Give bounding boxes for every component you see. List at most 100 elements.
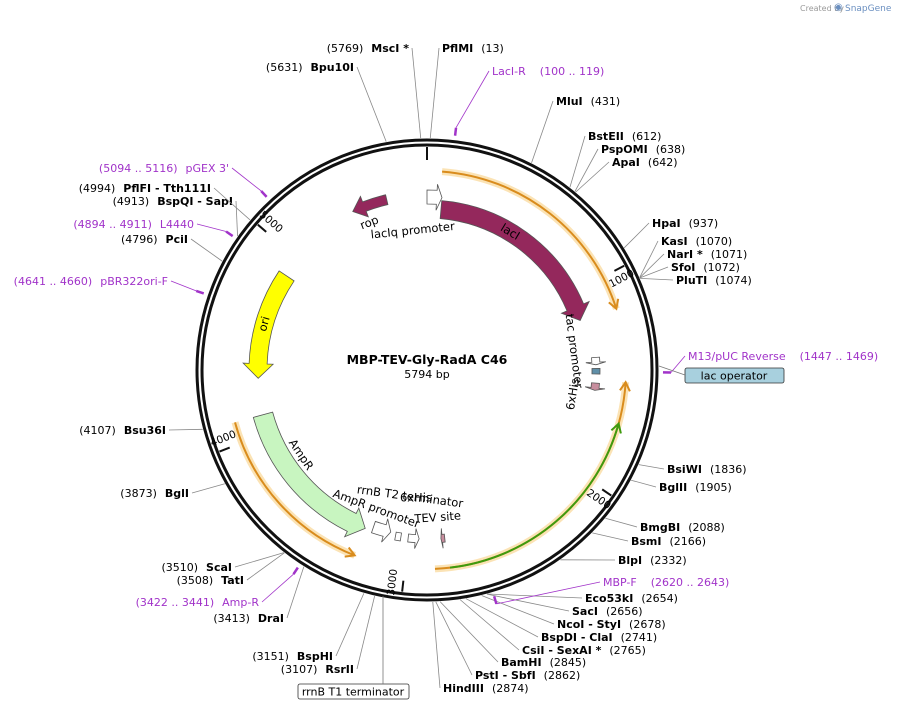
site-bspdi-clai[interactable]: BspDI - ClaI(2741)	[541, 631, 657, 644]
site-position: (5769)	[327, 42, 364, 55]
feature-rop[interactable]	[352, 194, 389, 218]
site-leader	[168, 428, 203, 431]
feature-6xhis[interactable]	[407, 528, 420, 549]
feature-lac-operator[interactable]	[591, 368, 601, 375]
site-bglii[interactable]: BglII(1905)	[659, 481, 732, 494]
site-bsiwi[interactable]: BsiWI(1836)	[667, 463, 747, 476]
site-name: BmgBI	[640, 521, 680, 534]
site-eco53ki[interactable]: Eco53kI(2654)	[585, 592, 678, 605]
primer-leader	[261, 573, 294, 603]
primer-mark[interactable]	[453, 127, 458, 136]
site-msci[interactable]: MscI *(5769)	[327, 42, 410, 55]
site-pluti[interactable]: PluTI(1074)	[676, 274, 752, 287]
feature-label-laciq-promoter: lacIq promoter	[370, 219, 456, 242]
primer-name: Amp-R	[222, 596, 259, 609]
site-csii-sexai[interactable]: CsiI - SexAI *(2765)	[522, 644, 646, 657]
feature-ampr-promoter[interactable]	[370, 518, 392, 543]
site-name: NarI *	[667, 248, 703, 261]
site-position: (2765)	[609, 644, 646, 657]
orf-arc[interactable]	[442, 170, 618, 310]
site-name: ApaI	[612, 156, 640, 169]
tick-label: 3000	[385, 568, 400, 596]
mbp-orf-arc[interactable]	[449, 423, 620, 569]
site-saci[interactable]: SacI(2656)	[572, 605, 643, 618]
site-bpu10i[interactable]: Bpu10I(5631)	[266, 61, 354, 74]
site-position: (2332)	[650, 554, 687, 567]
lac-operator-box[interactable]	[684, 367, 785, 384]
site-bsu36i[interactable]: Bsu36I(4107)	[79, 424, 166, 437]
primer-mark[interactable]	[492, 595, 498, 605]
site-tati[interactable]: TatI(3508)	[177, 574, 244, 587]
site-bamhi[interactable]: BamHI(2845)	[501, 656, 586, 669]
feature-tac-promoter[interactable]	[585, 356, 606, 366]
site-name: PluTI	[676, 274, 707, 287]
site-pspomi[interactable]: PspOMI(638)	[601, 143, 685, 156]
feature-laciq-promoter[interactable]	[426, 184, 443, 211]
site-mlui[interactable]: MluI(431)	[556, 95, 620, 108]
site-bgli[interactable]: BglI(3873)	[120, 487, 189, 500]
primer-pgex-3[interactable]: pGEX 3'(5094 .. 5116)	[99, 162, 229, 175]
site-pcii[interactable]: PciI(4796)	[121, 233, 188, 246]
primer-range: (100 .. 119)	[540, 65, 605, 78]
primer-m13-puc-reverse[interactable]: M13/pUC Reverse(1447 .. 1469)	[688, 350, 878, 363]
site-apai[interactable]: ApaI (642)	[612, 156, 678, 169]
site-ncoi-styi[interactable]: NcoI - StyI(2678)	[557, 618, 666, 631]
site-bspqi-sapi[interactable]: BspQI - SapI(4913)	[113, 195, 233, 208]
site-name: HpaI	[652, 217, 681, 230]
feature-label-6xhis: 6xHis	[563, 377, 582, 411]
site-psti-sbfi[interactable]: PstI - SbfI(2862)	[475, 669, 580, 682]
primer-mark[interactable]	[292, 566, 299, 575]
site-bmgbi[interactable]: BmgBI(2088)	[640, 521, 725, 534]
primer-pbr322ori-f[interactable]: pBR322ori-F(4641 .. 4660)	[14, 275, 168, 288]
site-leader	[234, 552, 284, 568]
primer-amp-r[interactable]: Amp-R(3422 .. 3441)	[136, 596, 260, 609]
site-bsphi[interactable]: BspHI(3151)	[252, 650, 333, 663]
site-blpi[interactable]: BlpI(2332)	[618, 554, 687, 567]
primer-mark[interactable]	[195, 289, 205, 295]
rrnb-t1-terminator-label: rrnB T1 terminator	[302, 686, 405, 699]
site-bsteii[interactable]: BstEII (612)	[588, 130, 661, 143]
site-name: Bpu10I	[311, 61, 355, 74]
site-bsmi[interactable]: BsmI(2166)	[631, 535, 706, 548]
site-leader	[459, 599, 520, 651]
lac-operator-label: lac operator	[701, 370, 768, 383]
primer-l4440[interactable]: L4440(4894 .. 4911)	[73, 218, 194, 231]
primer-range: (4641 .. 4660)	[14, 275, 93, 288]
site-name: HindIII	[443, 682, 484, 695]
site-hpai[interactable]: HpaI(937)	[652, 217, 718, 230]
site-pflfi-tth111i[interactable]: PflFI - Tth111I(4994)	[79, 182, 211, 195]
feature-rrnb-t2-terminator[interactable]	[394, 531, 402, 542]
site-leader	[481, 595, 555, 625]
rrnb-t1-terminator-box[interactable]	[297, 683, 410, 700]
site-position: (3151)	[252, 650, 289, 663]
primer-mbp-f[interactable]: MBP-F(2620 .. 2643)	[603, 576, 729, 589]
feature-laci[interactable]	[439, 200, 590, 321]
site-position: (642)	[648, 156, 678, 169]
plasmid-name: MBP-TEV-Gly-RadA C46	[347, 352, 508, 367]
feature-label-rop: rop	[358, 212, 381, 232]
site-name: BspQI - SapI	[157, 195, 233, 208]
site-position: (612)	[632, 130, 662, 143]
primer-leader	[455, 70, 490, 128]
primer-mark[interactable]	[260, 190, 268, 198]
primer-laci-r[interactable]: LacI-R(100 .. 119)	[492, 65, 604, 78]
primer-mark[interactable]	[225, 230, 234, 238]
feature-ampr[interactable]	[252, 411, 366, 538]
site-nari[interactable]: NarI *(1071)	[667, 248, 747, 261]
site-position: (2845)	[550, 656, 587, 669]
site-sfoi[interactable]: SfoI(1072)	[671, 261, 740, 274]
site-kasi[interactable]: KasI(1070)	[661, 235, 732, 248]
site-name: KasI	[661, 235, 688, 248]
feature-ori[interactable]	[242, 270, 295, 379]
feature-tev-site[interactable]	[440, 528, 446, 549]
site-drai[interactable]: DraI(3413)	[213, 612, 284, 625]
feature-6xhis[interactable]	[584, 382, 606, 391]
site-hindiii[interactable]: HindIII(2874)	[443, 682, 529, 695]
site-scai[interactable]: ScaI(3510)	[161, 561, 232, 574]
site-name: BstEII	[588, 130, 624, 143]
orf-arc[interactable]	[234, 422, 356, 557]
site-position: (2166)	[670, 535, 707, 548]
site-position: (4107)	[79, 424, 116, 437]
site-pflmi[interactable]: PflMI(13)	[442, 42, 504, 55]
site-rsrii[interactable]: RsrII(3107)	[281, 663, 354, 676]
